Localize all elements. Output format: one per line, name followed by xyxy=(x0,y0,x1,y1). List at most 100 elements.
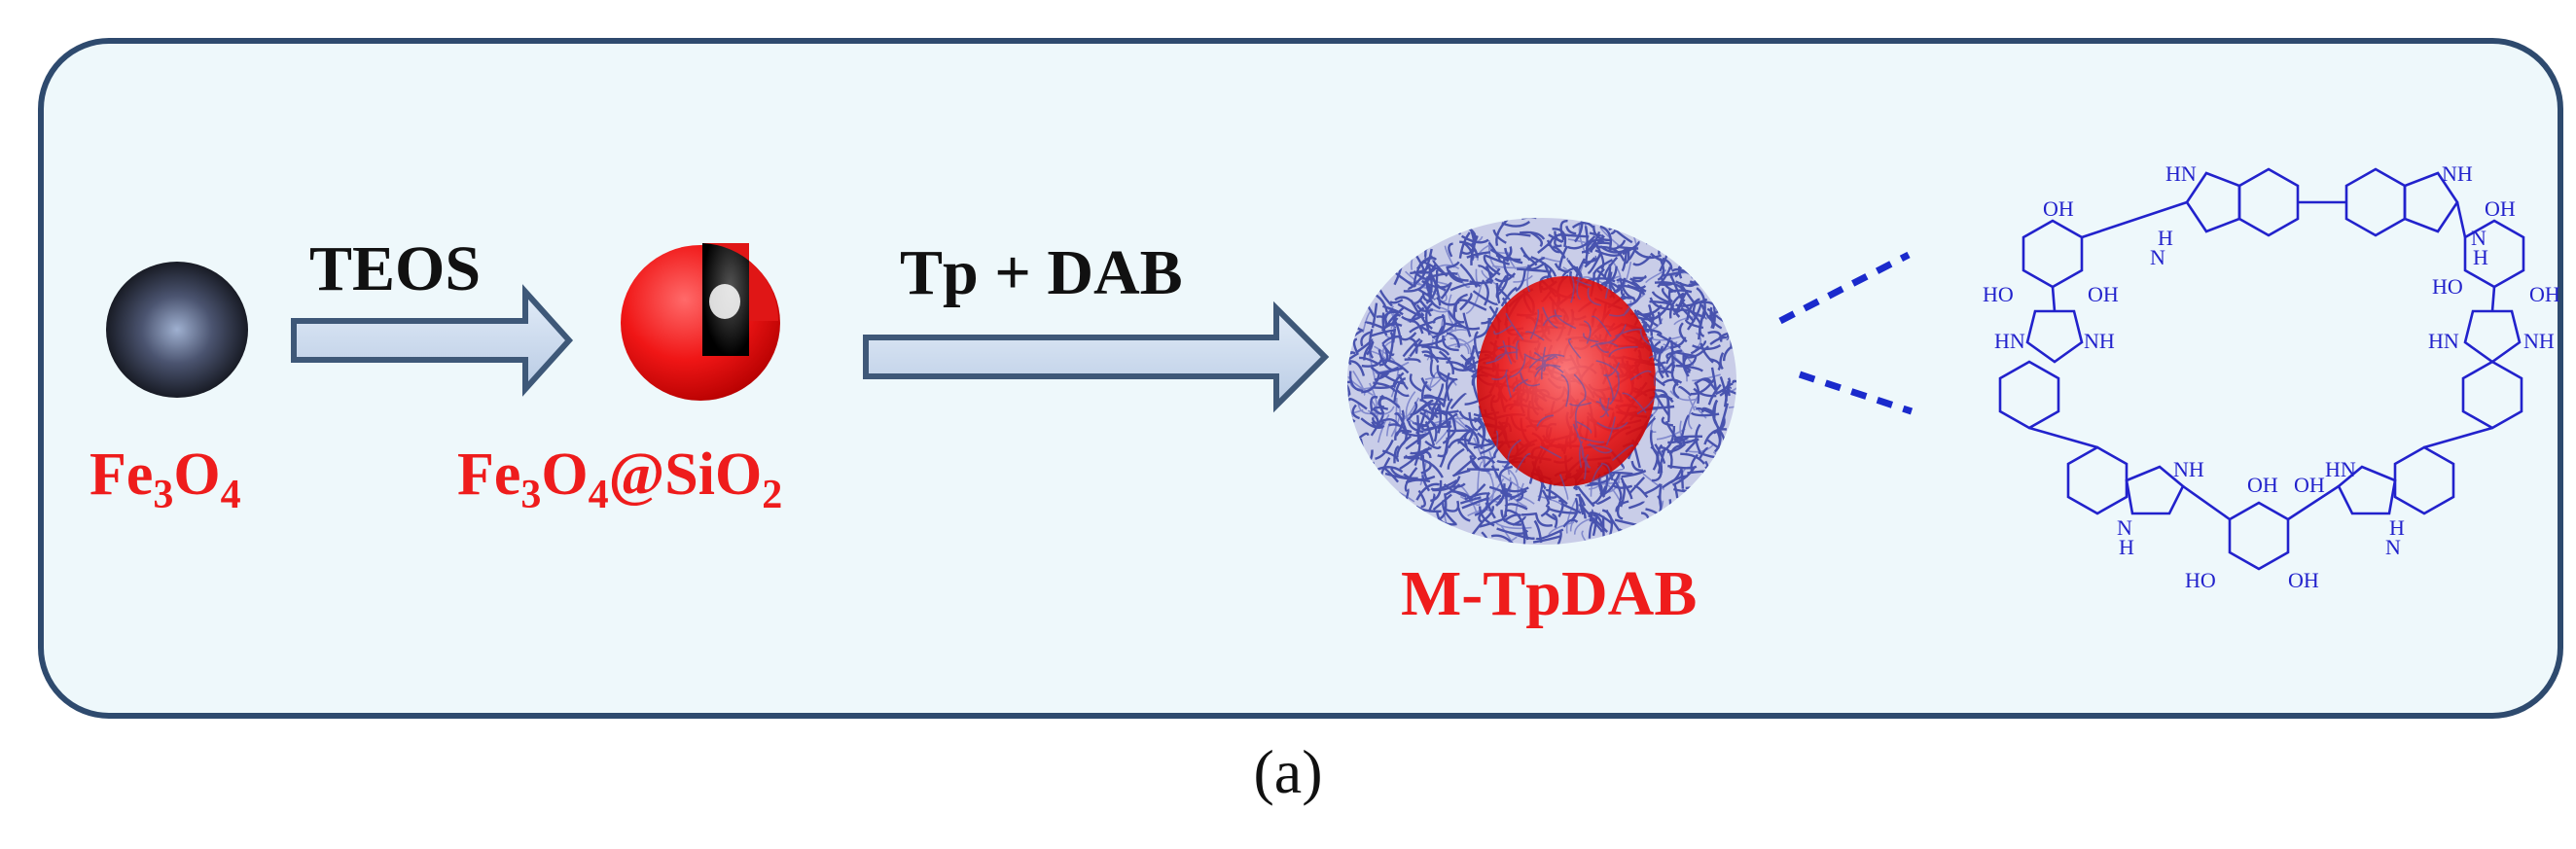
cof-fiber xyxy=(1581,231,1601,254)
cof-fiber xyxy=(1382,304,1404,316)
cof-fiber xyxy=(1653,366,1667,387)
cof-fiber xyxy=(1367,406,1395,415)
cof-fiber xyxy=(1567,234,1596,250)
cof-fiber xyxy=(1501,221,1531,228)
cof-fiber xyxy=(1575,279,1592,287)
cof-fiber xyxy=(1481,279,1489,306)
cof-fiber xyxy=(1483,461,1492,477)
cof-fiber xyxy=(1429,269,1439,300)
cof-fiber xyxy=(1416,414,1420,445)
cof-fiber xyxy=(1517,267,1549,273)
cof-fiber xyxy=(1446,420,1450,445)
cof-fiber xyxy=(1675,364,1703,372)
cof-fiber xyxy=(1505,232,1531,237)
cof-fiber xyxy=(1505,312,1524,340)
cof-fiber xyxy=(1578,441,1584,469)
cof-fiber xyxy=(1633,311,1664,321)
cof-fiber xyxy=(1371,302,1378,329)
cof-fiber xyxy=(1404,358,1421,364)
cof-fiber xyxy=(1604,275,1622,300)
cof-fiber xyxy=(1673,341,1695,367)
cof-fiber xyxy=(1426,377,1443,389)
cof-fiber xyxy=(1377,418,1401,427)
cof-fiber xyxy=(1622,240,1640,256)
cof-fiber xyxy=(1394,397,1398,435)
svg-text:HO: HO xyxy=(2185,568,2216,592)
cof-fiber xyxy=(1598,324,1627,345)
cof-fiber xyxy=(1441,318,1453,332)
cof-fiber xyxy=(1419,457,1444,478)
cof-fiber xyxy=(1347,413,1356,423)
cof-fiber xyxy=(1649,390,1660,418)
cof-fiber xyxy=(1520,371,1541,387)
cof-fiber xyxy=(1415,303,1434,313)
cof-fiber xyxy=(1581,530,1595,545)
cof-fiber xyxy=(1513,378,1529,392)
cof-fiber xyxy=(1583,320,1592,344)
reaction-arrow-2 xyxy=(863,301,1330,413)
cof-fiber xyxy=(1622,392,1647,413)
svg-text:NH: NH xyxy=(2084,329,2115,353)
cof-fiber xyxy=(1679,420,1695,442)
cof-fiber xyxy=(1424,440,1442,449)
structure-labels: HN H N NH N H OH HO OH OH HO OH HN NH HN… xyxy=(1983,161,2560,592)
cof-fiber xyxy=(1396,274,1431,287)
cof-fiber xyxy=(1554,309,1577,330)
cof-fiber xyxy=(1447,294,1457,329)
cof-fiber xyxy=(1494,272,1517,283)
cof-fiber xyxy=(1630,460,1644,472)
cof-fiber xyxy=(1479,517,1504,528)
cof-fiber xyxy=(1451,417,1476,437)
cof-fiber xyxy=(1713,430,1722,453)
cof-fiber xyxy=(1704,309,1720,320)
cof-fiber xyxy=(1449,337,1473,357)
cof-fiber xyxy=(1642,473,1665,491)
cof-fiber xyxy=(1519,230,1546,240)
cof-fiber xyxy=(1472,290,1499,306)
cof-fiber xyxy=(1669,336,1687,349)
cof-fiber xyxy=(1485,478,1505,506)
cof-fiber xyxy=(1700,303,1723,330)
cof-fiber xyxy=(1451,469,1471,478)
cof-fiber xyxy=(1663,343,1676,366)
cof-fiber xyxy=(1521,520,1526,545)
cof-fiber xyxy=(1366,340,1375,356)
cof-fiber xyxy=(1591,512,1601,526)
zoom-line-upper xyxy=(1778,251,1911,325)
cof-fiber xyxy=(1545,494,1558,499)
cof-fiber xyxy=(1649,338,1657,362)
cof-fiber xyxy=(1438,493,1448,520)
cof-fiber xyxy=(1605,510,1622,533)
cof-fiber xyxy=(1695,423,1702,454)
cof-fiber xyxy=(1661,287,1673,303)
cof-fiber xyxy=(1537,240,1552,254)
cof-fiber xyxy=(1667,436,1689,444)
cof-fiber xyxy=(1444,245,1455,268)
svg-text:HN: HN xyxy=(2325,457,2356,481)
cof-fiber xyxy=(1410,447,1430,455)
svg-text:H: H xyxy=(2158,226,2173,250)
cof-fiber xyxy=(1589,517,1604,533)
cof-fiber xyxy=(1661,360,1675,374)
cof-fiber xyxy=(1599,225,1613,252)
cof-fiber xyxy=(1420,380,1428,402)
cof-fiber xyxy=(1457,483,1479,515)
cof-fiber xyxy=(1592,513,1605,533)
cof-fiber xyxy=(1467,509,1491,517)
cof-fiber xyxy=(1707,383,1722,406)
cof-fiber xyxy=(1536,414,1555,427)
svg-text:N: N xyxy=(2117,515,2132,540)
cof-fiber xyxy=(1529,230,1544,248)
cof-fiber xyxy=(1632,255,1652,266)
cof-fiber xyxy=(1347,351,1360,367)
cof-fiber xyxy=(1662,475,1688,489)
cof-fiber xyxy=(1359,356,1379,366)
cof-fiber xyxy=(1669,289,1693,294)
cof-fiber xyxy=(1393,377,1407,403)
cof-fiber xyxy=(1654,443,1666,464)
cof-fiber xyxy=(1502,340,1513,365)
cof-fiber xyxy=(1425,301,1433,336)
cof-fiber xyxy=(1575,420,1592,434)
cof-fiber xyxy=(1495,522,1532,530)
cof-fiber xyxy=(1454,412,1476,431)
